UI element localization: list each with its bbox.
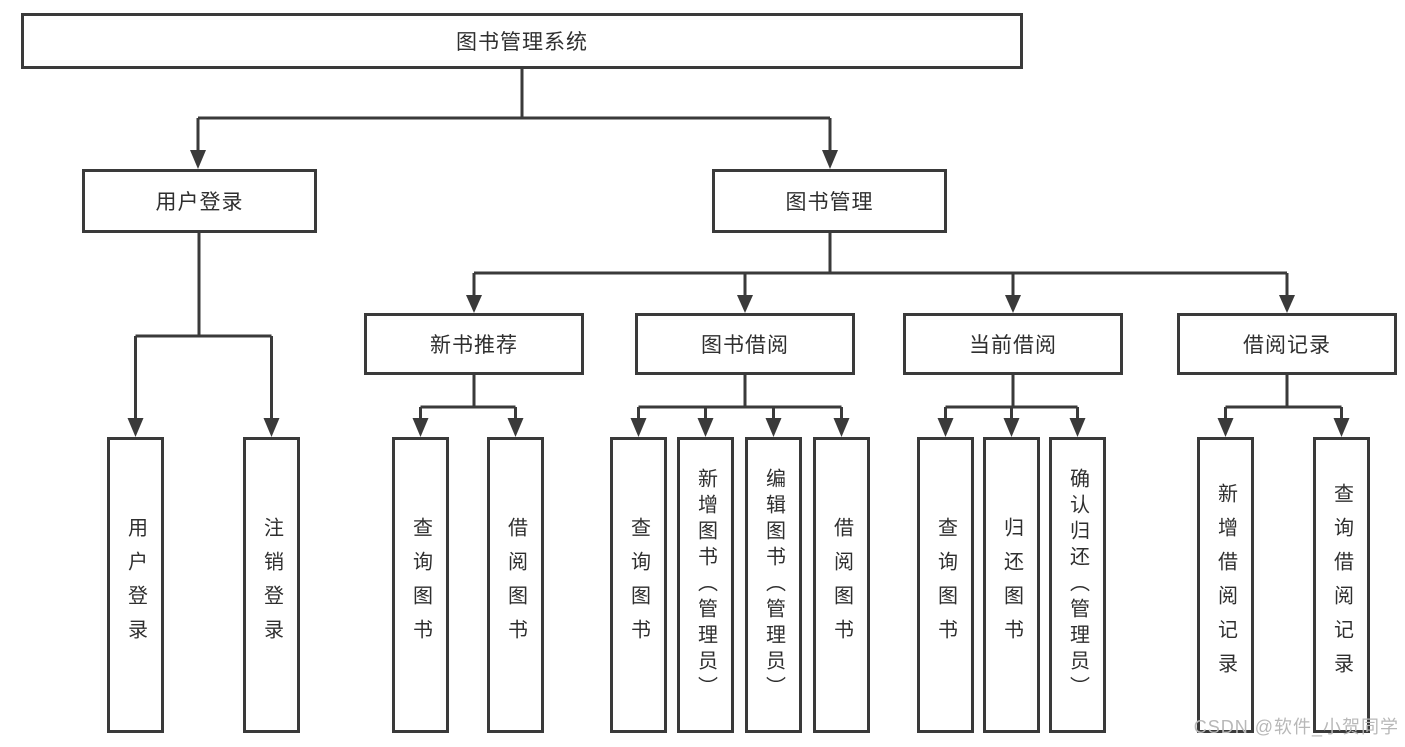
leaf-add-books-admin: 新增图书（管理员） [677,437,734,733]
node-library-management-system: 图书管理系统 [21,13,1023,69]
node-new-book-recommendation: 新书推荐 [364,313,584,375]
edge-book-management-to-level3 [466,233,1295,313]
edge-current-borrowing-to-leaves [937,375,1086,437]
edge-borrowing-records-to-leaves [1217,375,1350,437]
leaf-return-books: 归还图书 [983,437,1040,733]
leaf-edit-books-admin: 编辑图书（管理员） [745,437,802,733]
edge-new-book-recommendation-to-leaves [412,375,524,437]
node-borrowing-records: 借阅记录 [1177,313,1397,375]
edge-book-borrowing-to-leaves [630,375,850,437]
leaf-query-books-recommendation: 查询图书 [392,437,449,733]
leaf-borrow-books: 借阅图书 [813,437,870,733]
leaf-borrow-books-recommendation: 借阅图书 [487,437,544,733]
edge-user-login-to-leaves [127,233,280,437]
leaf-confirm-return-admin: 确认归还（管理员） [1049,437,1106,733]
leaf-user-login: 用户登录 [107,437,164,733]
csdn-watermark: CSDN @软件_小贺同学 [1193,717,1399,737]
node-user-login: 用户登录 [82,169,317,233]
node-book-borrowing: 图书借阅 [635,313,855,375]
leaf-logout: 注销登录 [243,437,300,733]
leaf-add-borrow-record: 新增借阅记录 [1197,437,1254,733]
leaf-query-books-current: 查询图书 [917,437,974,733]
node-current-borrowing: 当前借阅 [903,313,1123,375]
leaf-query-borrow-record: 查询借阅记录 [1313,437,1370,733]
node-book-management: 图书管理 [712,169,947,233]
edge-root-to-level2 [190,69,838,169]
leaf-query-books-borrowing: 查询图书 [610,437,667,733]
